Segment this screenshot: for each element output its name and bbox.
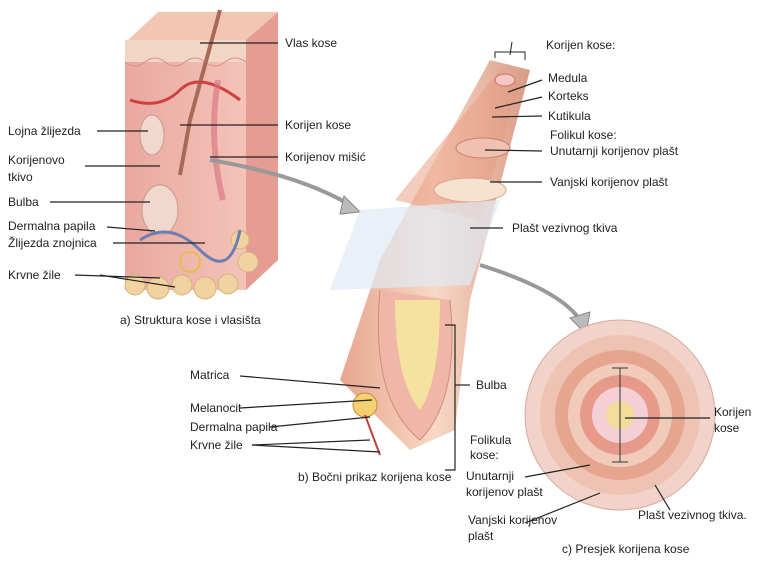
label-tkivo: tkivo <box>8 170 33 184</box>
label-korijenov-misic: Korijenov mišić <box>285 150 366 164</box>
label-unutarnji-korijenov-plast: Unutarnji korijenov plašt <box>550 144 679 158</box>
label-krvne-zile: Krvne žile <box>8 268 61 282</box>
label-vanjski-korijenov-plast: Vanjski korijenov plašt <box>550 175 668 189</box>
label-kose: kose: <box>470 448 499 462</box>
label-vanjski-1: Vanjski korijenov <box>468 513 558 527</box>
label-melanocit: Melanocit <box>190 401 242 415</box>
arrow-a-to-follicle <box>209 158 352 207</box>
caption-c: c) Presjek korijena kose <box>562 542 690 556</box>
arrow-to-cross-section <box>479 263 582 322</box>
label-vanjski-2: plašt <box>468 529 494 543</box>
label-dermalna-papila: Dermalna papila <box>8 219 96 233</box>
caption-b: b) Bočni prikaz korijena kose <box>298 470 452 484</box>
skin-block <box>124 9 278 300</box>
label-kutikula: Kutikula <box>548 109 591 123</box>
leader-lines <box>50 42 710 524</box>
label-korteks: Korteks <box>548 89 589 103</box>
label-medula: Medula <box>548 71 588 85</box>
label-krvne-zile-b: Krvne žile <box>190 438 243 452</box>
cross-section <box>524 319 716 511</box>
label-vlas-kose: Vlas kose <box>285 36 338 50</box>
label-lojna-zlijezda: Lojna žlijezda <box>8 124 81 138</box>
label-kose-c: kose <box>714 421 740 435</box>
label-plast-vezivnog-tkiva: Plašt vezivnog tkiva <box>512 221 618 235</box>
label-korijen-kose: Korijen kose <box>285 118 352 132</box>
follicle-cylinder <box>330 41 530 456</box>
label-bulba-b: Bulba <box>476 378 507 392</box>
label-unutarnji-1: Unutarnji <box>466 469 515 483</box>
label-folikul-kose: Folikul kose: <box>550 128 617 142</box>
label-korijen: Korijen <box>714 405 752 419</box>
label-matrica: Matrica <box>190 368 230 382</box>
label-zlijezda-znojnica: Žlijezda znojnica <box>8 236 97 250</box>
label-dermalna-papila-b: Dermalna papila <box>190 420 278 434</box>
caption-a: a) Struktura kose i vlasišta <box>120 313 261 327</box>
label-plast-vezivnog-tkiva-c: Plašt vezivnog tkiva. <box>638 508 747 522</box>
label-folikula: Folikula <box>470 433 512 447</box>
label-korijenovo: Korijenovo <box>8 153 65 167</box>
label-unutarnji-2: korijenov plašt <box>466 485 543 499</box>
label-bulba: Bulba <box>8 195 39 209</box>
label-korijen-kose-header: Korijen kose: <box>546 38 616 52</box>
